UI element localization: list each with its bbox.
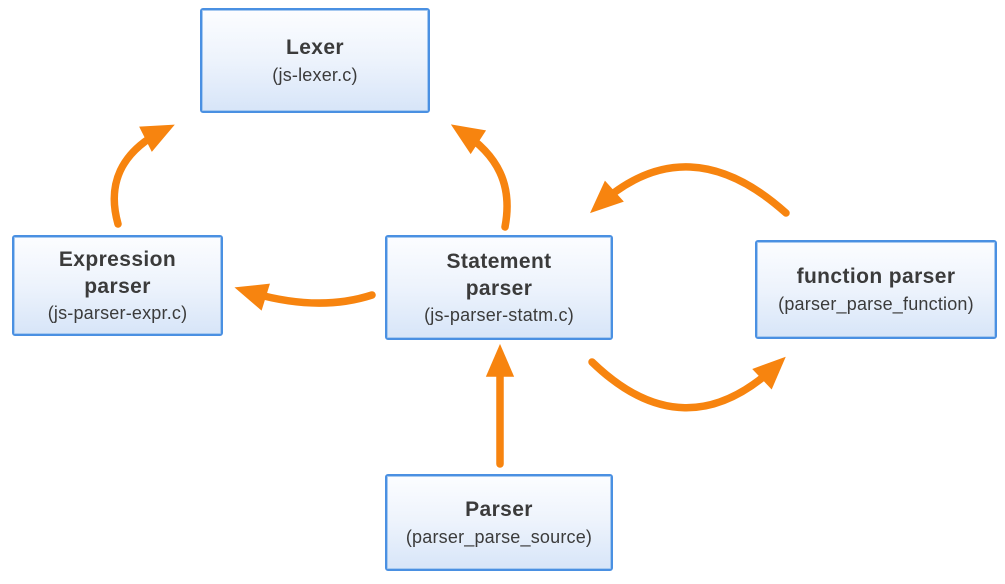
node-parser-subtitle: (parser_parse_source) <box>405 526 593 547</box>
node-parser: Parser (parser_parse_source) <box>385 474 613 571</box>
node-parser-title: Parser <box>465 498 533 522</box>
node-function-parser-subtitle: (parser_parse_function) <box>778 293 974 314</box>
node-expression-parser: Expression parser (js-parser-expr.c) <box>12 235 223 336</box>
arrow-statement-parser-to-function-parser <box>588 356 786 412</box>
node-lexer-title: Lexer <box>285 36 345 60</box>
node-lexer-subtitle: (js-lexer.c) <box>272 64 358 85</box>
node-function-parser-title: function parser <box>796 265 956 289</box>
node-statement-parser-title: Statement parser <box>446 249 552 300</box>
node-function-parser: function parser (parser_parse_function) <box>755 240 997 339</box>
arrow-function-parser-to-statement-parser <box>590 163 790 217</box>
arrow-statement-parser-to-lexer <box>450 124 511 231</box>
node-statement-parser: Statement parser (js-parser-statm.c) <box>385 235 613 340</box>
node-expression-parser-title: Expression parser <box>58 247 177 298</box>
arrow-expression-parser-to-lexer <box>110 124 175 228</box>
node-expression-parser-subtitle: (js-parser-expr.c) <box>47 303 188 324</box>
node-statement-parser-subtitle: (js-parser-statm.c) <box>424 305 574 326</box>
arrow-statement-parser-to-expression-parser <box>234 283 376 311</box>
node-lexer: Lexer (js-lexer.c) <box>200 8 430 113</box>
